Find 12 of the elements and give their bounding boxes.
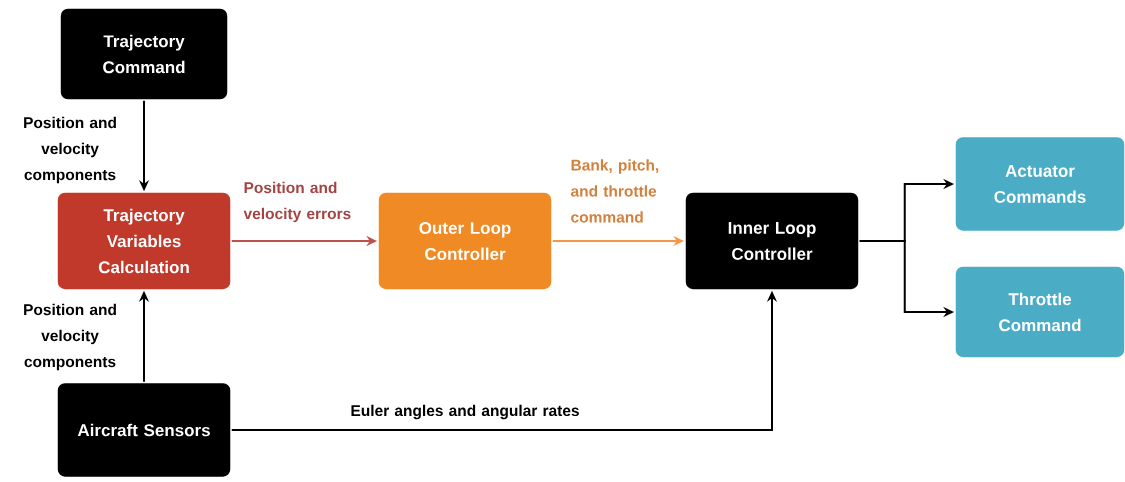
edge-label: Position and velocity errors: [243, 181, 351, 223]
edge-label: Bank, pitch, and throttle command: [571, 159, 659, 223]
process-box: Aircraft Sensors: [56, 381, 232, 479]
output-box: Actuator Commands: [954, 135, 1125, 233]
process-box: Trajectory Command: [59, 7, 229, 101]
edge-label: Euler angles and angular rates: [351, 404, 579, 420]
process-box: Inner Loop Controller: [684, 191, 860, 291]
output-box: Throttle Command: [954, 265, 1125, 359]
edge-label: Position and velocity components: [24, 303, 116, 371]
edge-label: Position and velocity components: [24, 116, 116, 184]
process-box: Trajectory Variables Calculation: [56, 191, 232, 291]
process-box: Outer Loop Controller: [377, 191, 553, 291]
